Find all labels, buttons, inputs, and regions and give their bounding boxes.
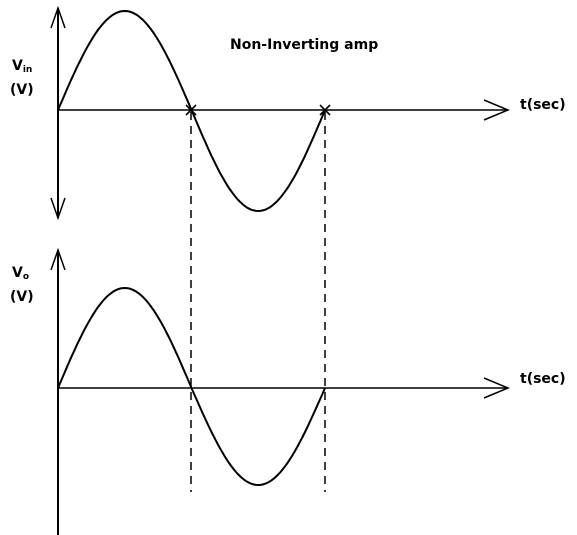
vo-waveform (57, 286, 326, 487)
diagram-title: Non-Inverting amp (230, 37, 379, 53)
cross-marker-1 (185, 104, 197, 116)
vin-x-label: t(sec) (520, 97, 566, 113)
vo-y-label: Vo (12, 265, 30, 282)
vo-y-unit: (V) (10, 289, 34, 305)
vo-y-axis-arrow-up (50, 247, 66, 271)
vin-y-unit: (V) (10, 82, 34, 98)
vo-x-axis-arrow (483, 377, 510, 399)
cross-marker-2 (319, 104, 331, 116)
vin-y-label: Vin (12, 58, 33, 75)
vin-x-axis-arrow (483, 99, 510, 121)
vin-y-axis-arrow-up (50, 5, 66, 29)
vo-x-label: t(sec) (520, 371, 566, 387)
vin-y-axis-arrow-down (50, 197, 66, 221)
